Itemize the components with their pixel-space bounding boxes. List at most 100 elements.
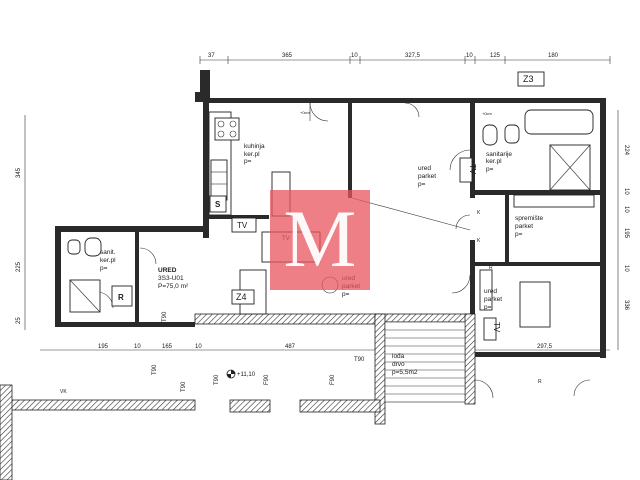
zone-tags: Z3 Z4 bbox=[231, 71, 545, 305]
t90-label: T90 bbox=[181, 381, 187, 392]
room-bath-top: sanitarije ker.pl p= bbox=[486, 151, 512, 173]
toilet-icon bbox=[482, 124, 498, 146]
watermark-box bbox=[270, 190, 370, 290]
t90-label: T90 bbox=[214, 374, 220, 385]
room-area: p= bbox=[244, 158, 252, 165]
bathtub bbox=[524, 109, 594, 135]
sink-icon bbox=[209, 195, 227, 213]
dimensions-left: 345 225 25 bbox=[16, 167, 22, 324]
dimensions-top: 37 365 10 327,5 10 125 180 bbox=[208, 53, 559, 59]
unit-code: 3S3-U01 bbox=[158, 275, 184, 282]
cooktop bbox=[214, 117, 240, 141]
room-name: sanit. bbox=[100, 249, 116, 256]
dimension-right: 10 bbox=[623, 206, 629, 213]
dimension-left: 345 bbox=[16, 167, 22, 178]
wall bbox=[470, 190, 605, 195]
desk bbox=[519, 281, 551, 328]
zone-tag: Z3 bbox=[523, 74, 534, 84]
dimension-right: 224 bbox=[623, 145, 629, 156]
dimension-bottom: 487 bbox=[285, 344, 296, 350]
toilet-icon bbox=[84, 237, 102, 257]
wall-hatched bbox=[464, 313, 476, 405]
wall bbox=[209, 215, 269, 219]
wall bbox=[205, 98, 605, 103]
wall-hatched bbox=[229, 399, 271, 413]
wall-hatched bbox=[299, 399, 381, 413]
dimension-left: 225 bbox=[16, 261, 22, 272]
tv-label: TV bbox=[492, 322, 501, 333]
dimension-bottom: 10 bbox=[134, 344, 141, 350]
wall bbox=[505, 195, 509, 262]
room-storage: spremište parket p= bbox=[515, 215, 544, 238]
sink-label: S bbox=[215, 200, 221, 209]
dimension-bottom: 195 bbox=[98, 344, 109, 350]
wall-hatched bbox=[374, 313, 471, 323]
room-floor: ker.pl bbox=[244, 151, 260, 158]
dimension-top: 327,5 bbox=[405, 53, 421, 59]
dimension-top: 10 bbox=[351, 53, 358, 59]
room-floor: parket bbox=[515, 223, 533, 230]
room-name: sanitarije bbox=[486, 151, 512, 158]
washbasin-icon bbox=[67, 239, 81, 255]
room-office-right: ured parket p= bbox=[484, 288, 502, 311]
wall bbox=[600, 98, 606, 118]
room-area: p= bbox=[342, 291, 350, 298]
room-floor: drvo bbox=[392, 361, 405, 368]
wall bbox=[470, 240, 475, 355]
dimension-top: 365 bbox=[282, 53, 293, 59]
unit-label: URED 3S3-U01 P=75,0 m² bbox=[158, 267, 189, 290]
k-mark: K bbox=[477, 210, 481, 216]
fire-door-labels: T90 T90 T90 T90 T90 F90 F90 bbox=[152, 311, 365, 392]
washbasin-icon bbox=[504, 124, 520, 144]
watermark-letter: M bbox=[284, 193, 357, 284]
wall bbox=[470, 103, 475, 198]
room-floor: parket bbox=[484, 296, 502, 303]
shelf bbox=[513, 194, 595, 208]
radiator-label: R bbox=[118, 293, 124, 302]
storage-fixtures bbox=[479, 194, 595, 328]
room-area: p= bbox=[515, 231, 523, 238]
t90-label: T90 bbox=[354, 357, 365, 363]
r-mark: R bbox=[538, 379, 542, 385]
bathroom-top-fixtures bbox=[482, 109, 594, 191]
level-small: +0cm bbox=[300, 110, 311, 115]
room-name: kuhinja bbox=[244, 143, 265, 150]
zone-tag-box bbox=[231, 289, 255, 305]
small-marks: +0cm +0cm VK K K R R bbox=[60, 110, 542, 395]
wall bbox=[348, 103, 352, 198]
room-area: p= bbox=[100, 265, 108, 272]
room-name: lođa bbox=[392, 353, 405, 360]
wall bbox=[55, 226, 205, 232]
zone-tag-box bbox=[517, 71, 545, 87]
t90-label: T90 bbox=[152, 364, 158, 375]
room-name: ured bbox=[418, 165, 431, 172]
room-loggia: lođa drvo p=5,5m2 bbox=[392, 353, 418, 376]
wall bbox=[195, 92, 205, 102]
wall bbox=[200, 70, 210, 102]
dimension-top: 125 bbox=[490, 53, 501, 59]
dimensions-bottom: 195 10 165 10 487 250 297,5 bbox=[98, 344, 553, 350]
zone-tag: Z4 bbox=[236, 292, 247, 302]
wall bbox=[475, 352, 605, 357]
wall bbox=[135, 230, 139, 322]
dimension-left: 25 bbox=[16, 317, 22, 324]
dimension-top: 180 bbox=[548, 53, 559, 59]
desk bbox=[479, 269, 493, 311]
radiator bbox=[111, 285, 133, 307]
level-value: +11,10 bbox=[237, 372, 256, 378]
dimension-right: 195 bbox=[623, 228, 629, 239]
room-area: p= bbox=[484, 304, 492, 311]
k-mark: K bbox=[477, 238, 481, 244]
wall bbox=[203, 98, 209, 238]
unit-area: P=75,0 m² bbox=[158, 283, 189, 290]
dimension-top: 10 bbox=[466, 53, 473, 59]
level-mark: +11,10 bbox=[226, 369, 256, 379]
room-name: spremište bbox=[515, 215, 544, 222]
wall bbox=[55, 322, 195, 327]
r-mark: R bbox=[489, 265, 493, 271]
f90-label: F90 bbox=[264, 374, 270, 385]
wall-hatched bbox=[0, 384, 13, 480]
room-kitchen: kuhinja ker.pl p= bbox=[244, 143, 265, 165]
tv-label: TV bbox=[237, 221, 248, 230]
dimension-bottom: 297,5 bbox=[537, 344, 553, 350]
